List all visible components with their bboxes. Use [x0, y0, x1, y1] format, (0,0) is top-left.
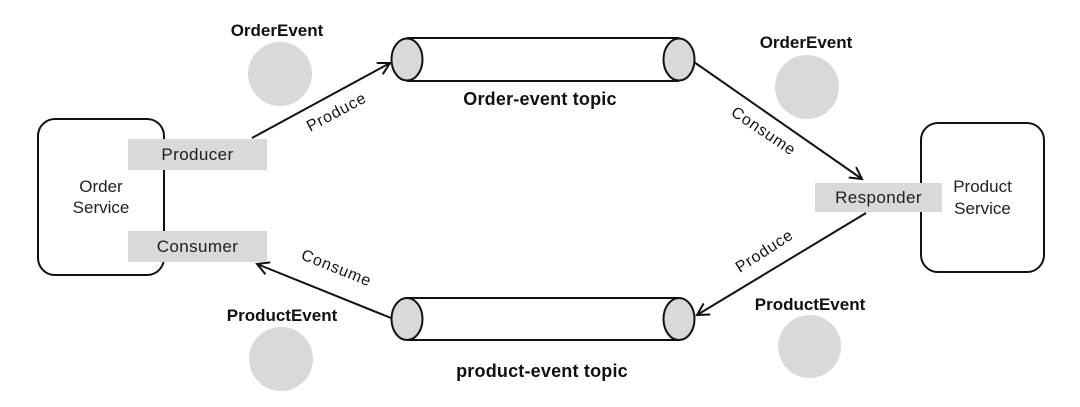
responder-port: Responder — [815, 183, 942, 212]
product-topic-left-cap — [390, 297, 424, 341]
order-topic-label: Order-event topic — [463, 89, 617, 109]
order-topic-right-cap — [662, 37, 696, 82]
producer-port-label: Producer — [161, 144, 234, 164]
order-event-label-right: OrderEvent — [759, 33, 853, 52]
order-event-circle-right — [775, 55, 839, 119]
producer-port: Producer — [128, 139, 267, 170]
order-service-label: Order Service — [72, 176, 130, 217]
product-topic-cylinder — [390, 297, 696, 341]
produce-order-arrow — [251, 61, 392, 139]
product-event-label-left: ProductEvent — [226, 306, 338, 325]
product-topic-right-cap — [662, 297, 696, 341]
order-topic-cylinder — [390, 37, 696, 82]
responder-port-label: Responder — [835, 187, 922, 207]
consumer-port-label: Consumer — [156, 236, 239, 256]
product-service-label: Product Service — [953, 177, 1012, 218]
produce-product-arrow — [695, 212, 867, 317]
order-event-circle-left — [248, 42, 312, 106]
product-topic-body — [407, 298, 679, 340]
consume-product-arrow — [255, 261, 392, 319]
order-event-label-left: OrderEvent — [230, 21, 324, 40]
order-topic-left-cap — [390, 37, 424, 82]
consume-order-arrow — [693, 61, 864, 181]
product-event-circle-left — [249, 327, 313, 391]
order-topic-body — [407, 38, 679, 81]
product-topic-label: product-event topic — [456, 361, 628, 381]
product-event-label-right: ProductEvent — [754, 295, 866, 314]
product-event-circle-right — [778, 315, 841, 378]
consumer-port: Consumer — [128, 231, 267, 262]
